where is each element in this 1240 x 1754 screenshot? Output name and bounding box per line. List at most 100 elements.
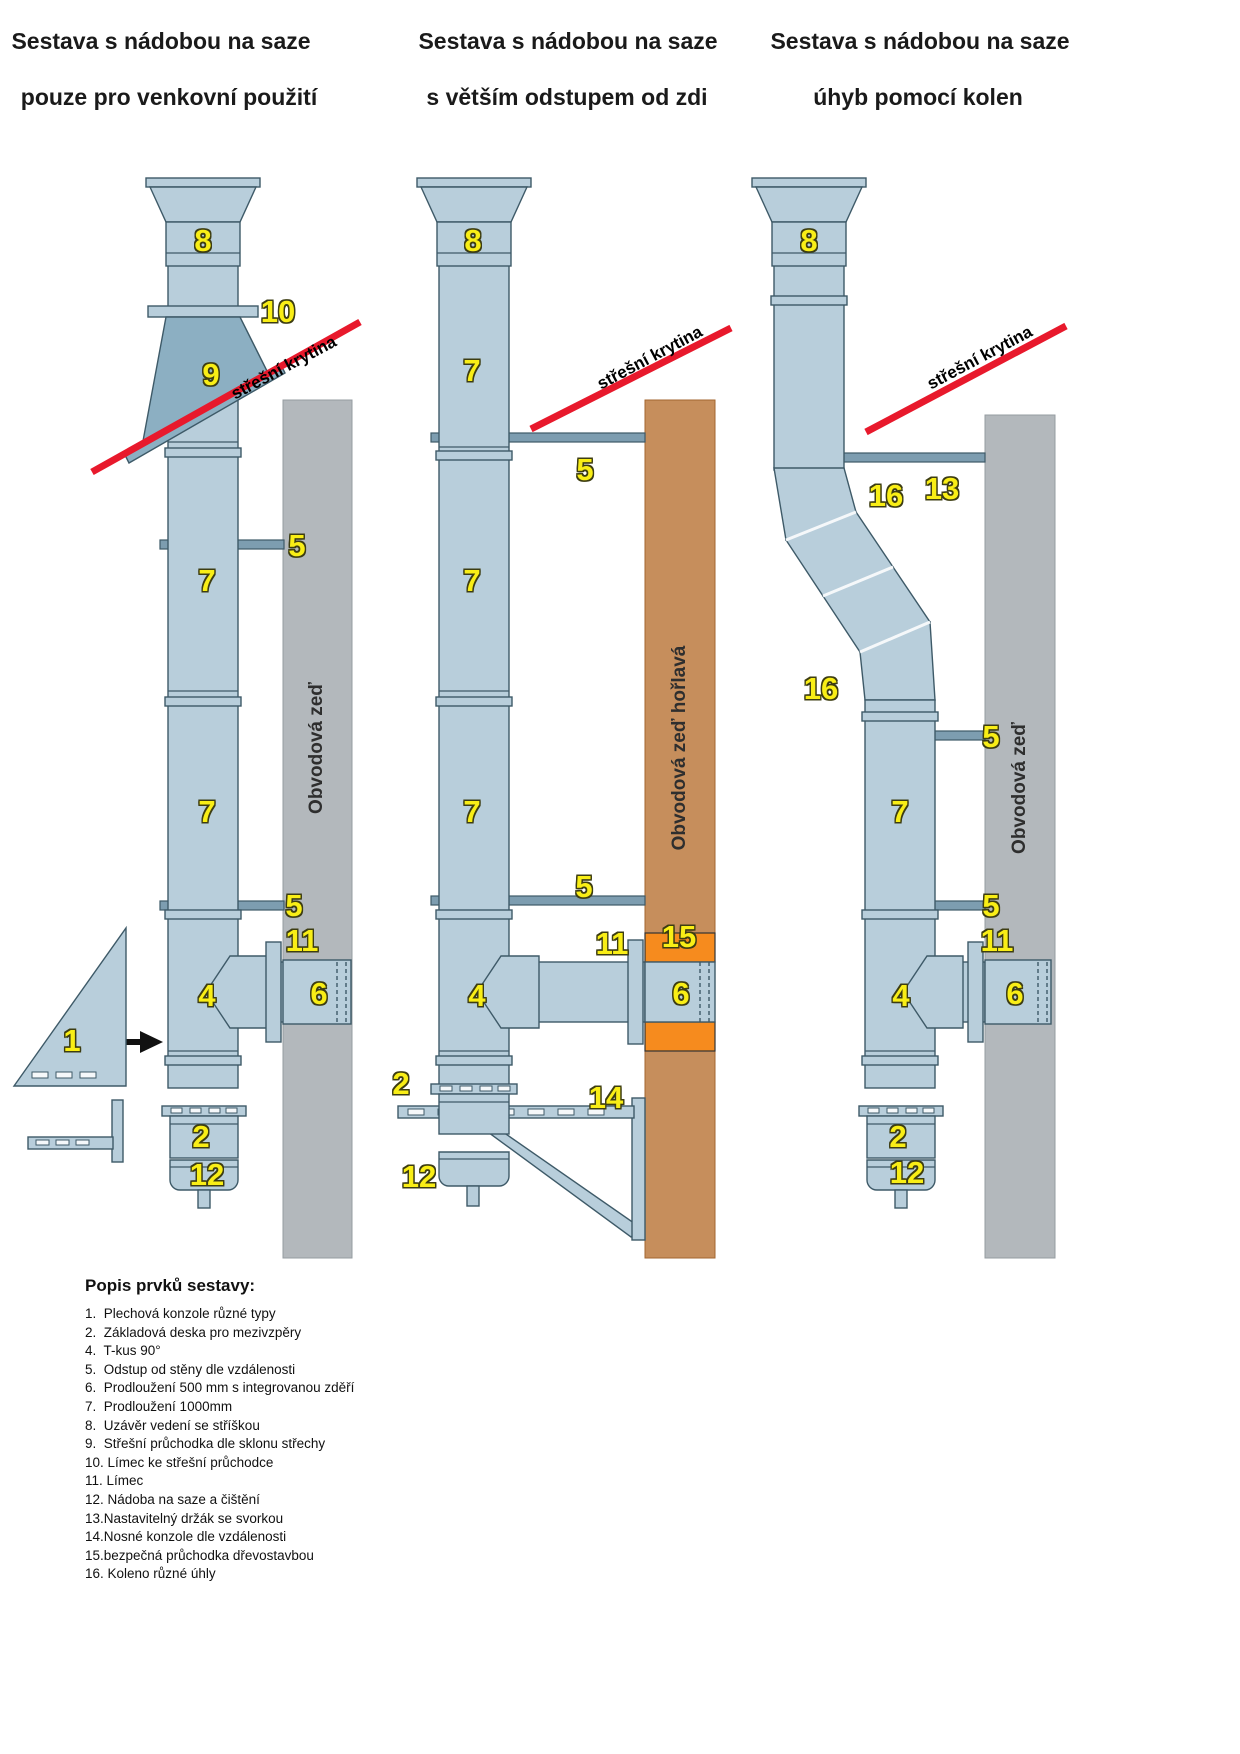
part-label-5: 5 bbox=[288, 528, 306, 563]
title-offset-line2: s větším odstupem od zdi bbox=[426, 84, 708, 110]
soot-container bbox=[169, 1159, 239, 1209]
legend-item: 14.Nosné konzole dle vzdálenosti bbox=[85, 1529, 287, 1545]
pipe-joints bbox=[861, 711, 939, 1066]
storm-collar bbox=[147, 305, 259, 318]
title-outdoor-line1: Sestava s nádobou na saze bbox=[11, 28, 311, 54]
wall-spacer bbox=[430, 432, 646, 443]
perimeter-wall bbox=[282, 399, 353, 1259]
title-offset-line1: Sestava s nádobou na saze bbox=[418, 28, 718, 54]
soot-container bbox=[438, 1151, 510, 1207]
legend-item: 1. Plechová konzole různé typy bbox=[85, 1306, 276, 1321]
part-label-7: 7 bbox=[463, 563, 481, 598]
part-label-7: 7 bbox=[198, 563, 216, 598]
pipe-joints bbox=[164, 441, 242, 1066]
chimney-cap bbox=[416, 177, 532, 267]
part-label-9: 9 bbox=[202, 357, 220, 392]
sheet-console-triangle bbox=[12, 925, 127, 1087]
part-label-4: 4 bbox=[198, 978, 216, 1013]
legend-item: 6. Prodloužení 500 mm s integrovanou zdě… bbox=[85, 1380, 355, 1396]
legend-item: 4. T-kus 90° bbox=[85, 1343, 161, 1359]
tee-branch bbox=[902, 941, 1052, 1043]
perimeter-wall bbox=[984, 414, 1056, 1259]
perimeter-wall-flammable-label: Obvodová zeď hořlavá bbox=[669, 645, 690, 851]
part-label-4: 4 bbox=[468, 978, 486, 1013]
elbow-section bbox=[773, 467, 936, 701]
part-label-2: 2 bbox=[889, 1119, 907, 1154]
part-label-5: 5 bbox=[576, 452, 594, 487]
chimney-cap bbox=[145, 177, 261, 267]
perimeter-wall-label: Obvodová zeď bbox=[306, 682, 327, 814]
wall-extension bbox=[644, 961, 716, 1023]
part-label-4: 4 bbox=[892, 978, 910, 1013]
part-label-5: 5 bbox=[575, 869, 593, 904]
title-outdoor-line2: pouze pro venkovní použití bbox=[20, 84, 318, 110]
wall-extension bbox=[984, 959, 1052, 1025]
roof-line bbox=[529, 324, 733, 433]
part-label-12: 12 bbox=[189, 1157, 225, 1192]
part-label-5: 5 bbox=[982, 719, 1000, 754]
part-label-7: 7 bbox=[463, 353, 481, 388]
part-label-7: 7 bbox=[463, 794, 481, 829]
part-label-11: 11 bbox=[980, 923, 1014, 958]
legend-item: 13.Nastavitelný držák se svorkou bbox=[85, 1510, 284, 1526]
part-label-7: 7 bbox=[891, 794, 909, 829]
part-label-6: 6 bbox=[310, 976, 328, 1011]
legend-item: 12. Nádoba na saze a čištění bbox=[85, 1491, 260, 1507]
tee-branch bbox=[205, 941, 352, 1043]
wall-collar bbox=[967, 941, 984, 1043]
legend-item: 16. Koleno různé úhly bbox=[85, 1566, 216, 1582]
title-elbows-line1: Sestava s nádobou na saze bbox=[770, 28, 1070, 54]
adjustable-holder bbox=[837, 452, 986, 463]
perimeter-wall-flammable bbox=[644, 399, 716, 1259]
base-plate bbox=[161, 1105, 247, 1159]
legend-item: 2. Základová deska pro mezivzpěry bbox=[85, 1324, 302, 1340]
assembly-outdoor bbox=[12, 177, 362, 1259]
legend-item: 11. Límec bbox=[85, 1473, 144, 1489]
part-label-12: 12 bbox=[401, 1159, 437, 1194]
wall-collar bbox=[265, 941, 282, 1043]
wall-extension bbox=[282, 959, 352, 1025]
part-label-8: 8 bbox=[800, 223, 818, 258]
part-label-13: 13 bbox=[924, 471, 960, 506]
wall-spacer bbox=[430, 895, 646, 906]
tee-branch bbox=[476, 939, 646, 1045]
part-label-6: 6 bbox=[672, 976, 690, 1011]
part-label-16: 16 bbox=[868, 478, 904, 513]
wall-bracket bbox=[27, 1099, 124, 1163]
wall-spacer bbox=[927, 730, 986, 741]
part-label-11: 11 bbox=[595, 926, 629, 961]
base-plate bbox=[858, 1105, 944, 1159]
part-label-15: 15 bbox=[661, 919, 697, 954]
legend-item: 7. Prodloužení 1000mm bbox=[85, 1398, 233, 1414]
safety-penetration bbox=[644, 932, 716, 1052]
chimney-pipe-lower bbox=[864, 699, 936, 1089]
perimeter-wall-label: Obvodová zeď bbox=[1009, 722, 1030, 854]
wall-spacer bbox=[927, 900, 986, 911]
legend-item: 5. Odstup od stěny dle vzdálenosti bbox=[85, 1361, 296, 1377]
roof-line bbox=[90, 318, 362, 476]
part-label-5: 5 bbox=[982, 888, 1000, 923]
part-label-1: 1 bbox=[63, 1023, 81, 1058]
legend-item: 9. Střešní průchodka dle sklonu střechy bbox=[85, 1436, 326, 1452]
legend-heading: Popis prvků sestavy: bbox=[85, 1276, 256, 1295]
legend-item: 10. Límec ke střešní průchodce bbox=[85, 1454, 274, 1470]
part-label-7: 7 bbox=[198, 794, 216, 829]
part-label-16: 16 bbox=[803, 671, 839, 706]
assembly-elbows bbox=[751, 177, 1068, 1259]
part-label-14: 14 bbox=[588, 1080, 624, 1115]
roof-line bbox=[864, 322, 1068, 436]
part-label-10: 10 bbox=[260, 294, 296, 329]
part-label-8: 8 bbox=[194, 223, 212, 258]
chimney-pipe-upper bbox=[773, 263, 845, 471]
part-label-5: 5 bbox=[285, 888, 303, 923]
base-plate bbox=[430, 1083, 518, 1135]
part-label-11: 11 bbox=[285, 923, 319, 958]
part-label-12: 12 bbox=[889, 1155, 925, 1190]
chimney-cap bbox=[751, 177, 867, 267]
part-label-6: 6 bbox=[1006, 976, 1024, 1011]
part-label-8: 8 bbox=[464, 223, 482, 258]
legend-item: 8. Uzávěr vedení se stříškou bbox=[85, 1417, 260, 1433]
legend: Popis prvků sestavy: 1. Plechová konzole… bbox=[85, 1276, 354, 1584]
